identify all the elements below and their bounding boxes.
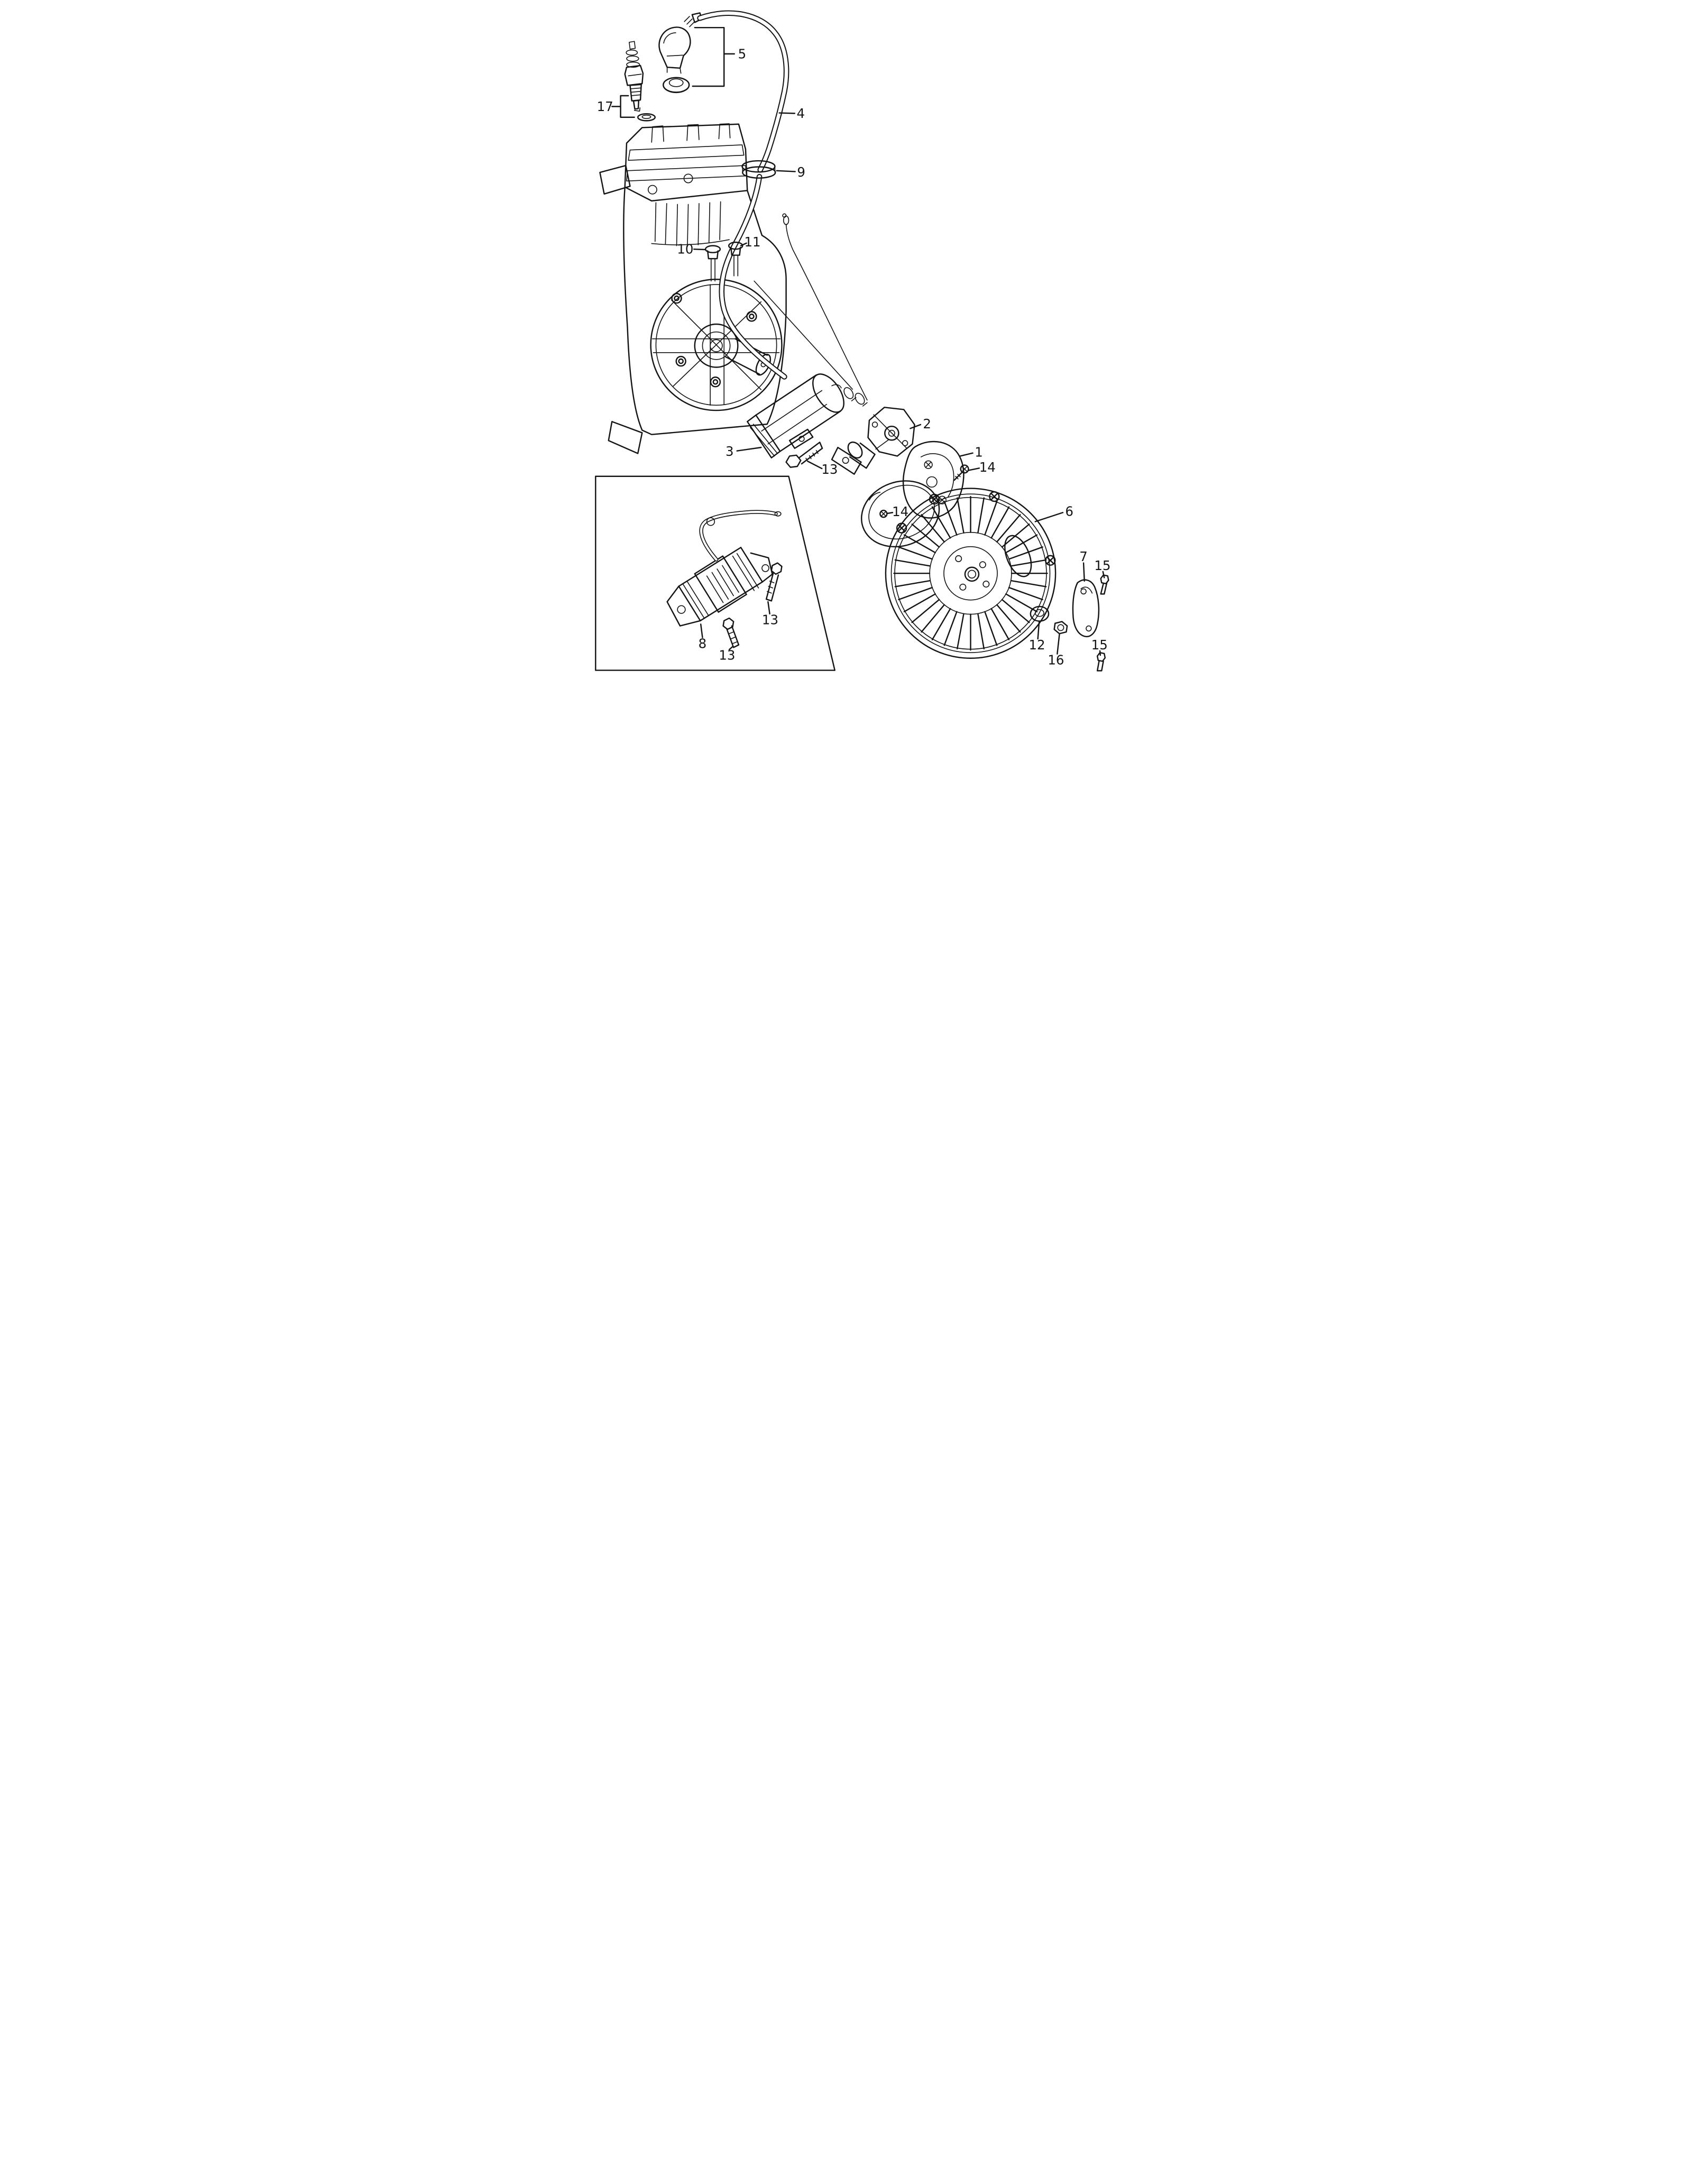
callout-cover-bolt-upper: 15 [1094,558,1110,573]
cap-seal-ring [663,77,690,94]
condenser [831,441,876,475]
callout-point-cover-screw: 14 [892,504,908,519]
callout-cover-bolt-lower: 15 [1091,637,1108,653]
breaker-lead-wire [782,213,868,401]
callout-spark-plug-cap: 5 [738,46,747,61]
callout-cord-grommet: 9 [797,164,805,180]
callout-stator-screw: 14 [979,460,996,475]
side-cover-plate [1072,579,1100,638]
inset-border [595,475,835,671]
ignition-coil [747,373,844,458]
high-tension-cord [697,10,789,380]
lighting-coil-bolt-lower [722,617,740,648]
callout-labels: 5 17 4 9 10 11 3 13 2 1 14 14 6 7 15 12 … [597,46,1111,667]
cord-grommet [741,160,776,179]
callout-contact-breaker: 2 [923,416,931,432]
callout-lighting-coil-bolt-lower: 13 [719,648,735,663]
page-background [587,0,1121,672]
callout-flywheel: 6 [1065,503,1073,519]
diagram-page: 5 17 4 9 10 11 3 13 2 1 14 14 6 7 15 12 … [587,0,1121,672]
callout-high-tension-cord: 4 [797,106,805,121]
spark-plug [624,41,644,112]
spark-plug-cap [658,26,691,74]
callout-ignition-coil: 3 [726,444,734,459]
spark-plug-washer [637,113,656,122]
stator-screw [953,464,969,481]
callout-flywheel-nut: 16 [1048,653,1064,668]
callout-ignition-coil-bolt: 13 [821,462,838,477]
washer [1030,605,1050,622]
callout-side-cover-plate: 7 [1079,549,1088,564]
flywheel [885,488,1057,659]
callout-wire-grommet-right: 11 [744,234,760,250]
wire-grommet-right [728,241,743,277]
callout-spark-plug: 17 [597,99,613,114]
callout-stator-base-plate: 1 [975,445,983,460]
contact-breaker [843,387,915,457]
engine-assembly [599,123,853,454]
parts-diagram-svg: 5 17 4 9 10 11 3 13 2 1 14 14 6 7 15 12 … [587,0,1121,672]
leader-lines [611,26,1105,656]
stator-base-plate [902,440,965,519]
lighting-coil [666,510,782,627]
callout-lighting-coil: 8 [699,636,707,651]
callout-wire-grommet-left: 10 [677,242,693,257]
callout-washer: 12 [1029,637,1045,653]
flywheel-nut [1053,621,1068,635]
flywheel-fins [893,495,1048,651]
callout-lighting-coil-bolt-upper: 13 [762,612,778,628]
lighting-coil-bolt-upper [765,562,783,602]
ignition-coil-bolt [785,442,823,468]
